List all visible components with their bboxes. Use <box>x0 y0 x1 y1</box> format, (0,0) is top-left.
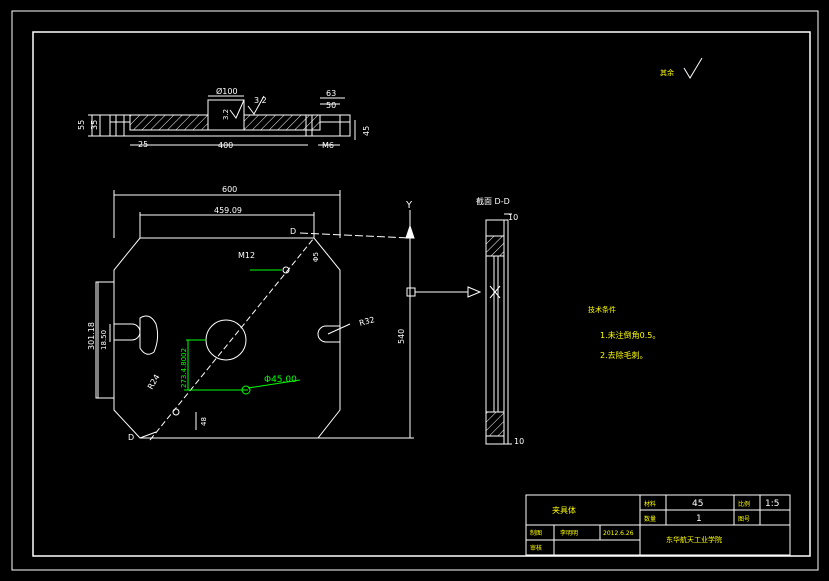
dim-height-right: 540 <box>397 329 406 344</box>
top-view <box>88 95 356 146</box>
plate-outline <box>113 237 341 439</box>
diagonal-centerline <box>149 237 315 441</box>
roughness-small: 3.2 <box>222 109 230 120</box>
dim-center-hole: Φ45.00 <box>264 375 297 385</box>
tb-school: 东华航天工业学院 <box>666 535 722 544</box>
dim-right-top: 63 <box>326 89 336 98</box>
slot-right <box>317 325 340 343</box>
m12-hole <box>282 266 290 274</box>
dim-height-left: 55 <box>77 120 86 130</box>
tb-material-label: 材料 <box>644 500 656 508</box>
thread-hole-label: M12 <box>238 251 255 260</box>
tech-notes-title: 技术条件 <box>588 305 616 314</box>
small-hole <box>172 408 180 416</box>
bore-boss <box>207 99 245 131</box>
section-mark-bottom: D <box>128 433 134 442</box>
dim-left-small: 25 <box>138 140 148 149</box>
thread-hole-dim: Φ5 <box>312 252 320 262</box>
main-view-annotations <box>184 269 301 395</box>
tb-qty-label: 数量 <box>644 515 656 523</box>
tb-date: 2012.6.26 <box>603 530 634 537</box>
section-thickness-top: 10 <box>508 213 518 222</box>
section-thickness-bottom: 10 <box>514 437 524 446</box>
dim-thread: M6 <box>322 141 334 150</box>
dim-left-height: 301.18 <box>87 322 96 350</box>
dim-height-inner: 35 <box>90 120 99 130</box>
tb-part-name: 夹具体 <box>552 505 576 515</box>
left-pocket <box>139 315 159 355</box>
view-arrow-label: Y <box>405 200 413 211</box>
tb-scale: 1:5 <box>765 499 779 509</box>
title-block <box>525 494 791 556</box>
tb-scale-label: 比例 <box>738 500 750 508</box>
dim-length: 400 <box>218 141 233 150</box>
tb-reviewer-label: 审核 <box>530 544 542 552</box>
outer-frame <box>11 10 819 571</box>
center-hole <box>205 319 247 361</box>
main-view <box>95 190 482 441</box>
roughness-note-symbol <box>683 57 703 79</box>
slot-left <box>114 323 141 341</box>
dim-slot-width: 18.50 <box>100 330 108 350</box>
section-mark-top: D <box>290 227 296 236</box>
tech-note-2: 2.去除毛刺。 <box>600 350 648 360</box>
tb-designer: 李明明 <box>560 529 578 537</box>
dim-right-height: 45 <box>362 126 371 136</box>
roughness-big: 3.2 <box>254 96 267 105</box>
dim-right-second: 50 <box>326 101 336 110</box>
tb-designer-label: 制图 <box>530 529 542 537</box>
dim-left-radius: R24 <box>146 373 162 391</box>
dim-width-total: 600 <box>222 185 237 194</box>
dim-small: 48 <box>200 417 208 426</box>
inner-frame <box>32 31 811 557</box>
dim-width-inner: 459.09 <box>214 206 242 215</box>
dim-bore: Ø100 <box>216 86 238 96</box>
section-view <box>485 213 512 445</box>
section-title: 截面 D-D <box>476 196 510 206</box>
roughness-note-label: 其余 <box>660 68 674 77</box>
dim-diagonal: 273.4.8002 <box>180 348 188 388</box>
tb-qty: 1 <box>696 514 702 524</box>
tech-note-1: 1.未注倒角0.5。 <box>600 330 660 340</box>
dim-right-radius: R32 <box>358 315 376 328</box>
tb-drawing-no-label: 图号 <box>738 516 750 523</box>
tb-material: 45 <box>692 499 703 509</box>
